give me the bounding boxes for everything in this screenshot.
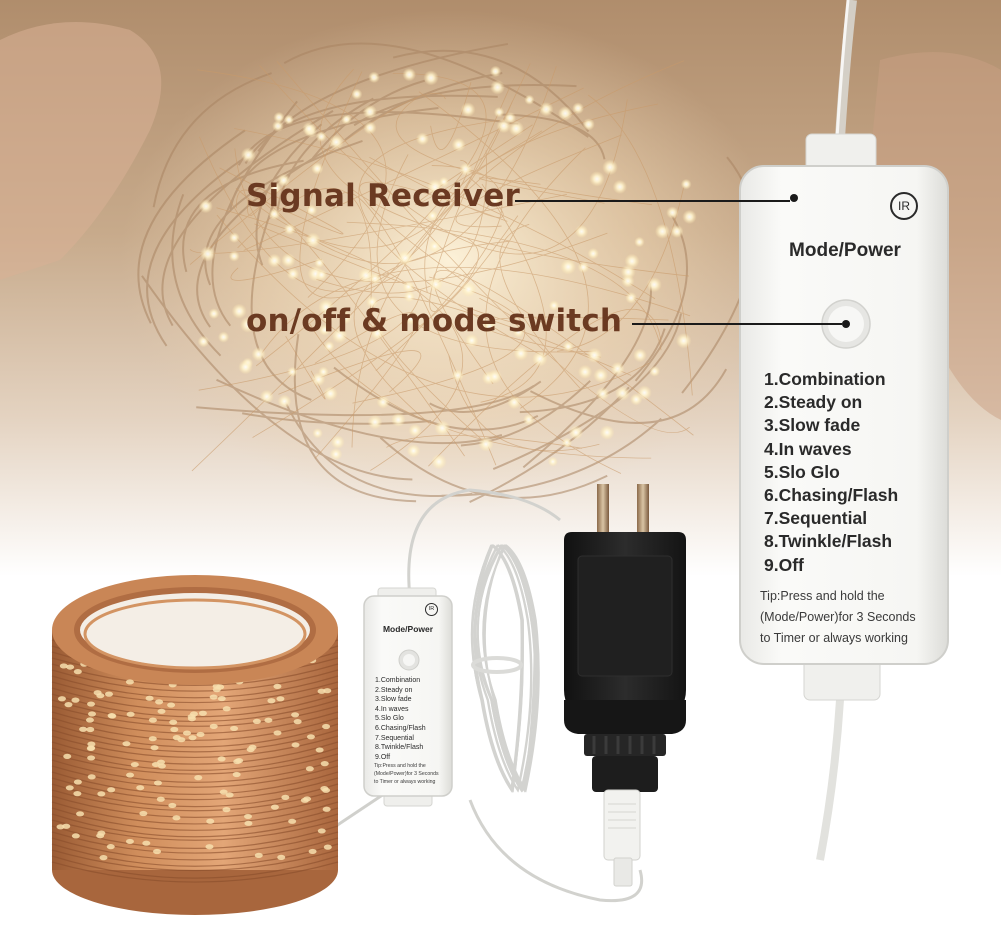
signal-receiver-label: Signal Receiver — [246, 178, 520, 214]
small-mode-item: 7.Sequential — [375, 734, 414, 742]
small-mode-item: 8.Twinkle/Flash — [375, 744, 424, 752]
mode-list: 1.Combination 2.Steady on 3.Slow fade 4.… — [764, 368, 898, 577]
tip-line: to Timer or always working — [760, 631, 908, 645]
mode-item: 1.Combination — [764, 369, 886, 389]
small-remote-control: IR Mode/Power 1.Combination 2.Steady on … — [366, 598, 450, 794]
small-mode-item: 2.Steady on — [375, 686, 413, 694]
small-mode-item: 6.Chasing/Flash — [375, 724, 426, 732]
small-mode-item: 4.In waves — [375, 705, 409, 713]
mode-item: 6.Chasing/Flash — [764, 485, 899, 506]
small-ir-badge: IR — [425, 603, 438, 616]
small-tip-line: Tip:Press and hold the — [374, 763, 426, 769]
mode-item: 9.Off — [764, 554, 804, 575]
tip-line: (Mode/Power)for 3 Seconds — [760, 610, 916, 624]
remote-control: IR Mode/Power 1.Combination 2.Steady on … — [742, 168, 948, 663]
small-mode-list: 1.Combination 2.Steady on 3.Slow fade 4.… — [375, 676, 426, 762]
small-mode-item: 3.Slow fade — [375, 696, 412, 704]
mode-item: 2.Steady on — [764, 392, 863, 413]
tip-text: Tip:Press and hold the (Mode/Power)for 3… — [760, 586, 940, 649]
mode-item: 8.Twinkle/Flash — [764, 531, 893, 552]
mode-item: 5.Slo Glo — [764, 461, 840, 482]
mode-item: 7.Sequential — [764, 508, 868, 529]
ir-badge: IR — [890, 192, 918, 220]
mode-item: 4.In waves — [764, 438, 852, 459]
small-mode-item: 1.Combination — [375, 677, 421, 684]
small-mode-item: 9.Off — [375, 753, 391, 761]
remote-title: Mode/Power — [789, 240, 901, 261]
mode-switch-label: on/off & mode switch — [246, 303, 623, 339]
small-tip-text: Tip:Press and hold the (Mode/Power)for 3… — [374, 762, 448, 787]
small-tip-line: (Mode/Power)for 3 Seconds — [374, 771, 439, 778]
tip-line: Tip:Press and hold the — [760, 589, 885, 603]
mode-item: 3.Slow fade — [764, 415, 861, 436]
small-mode-item: 5.Slo Glo — [375, 715, 404, 723]
small-remote-title: Mode/Power — [382, 624, 434, 634]
small-tip-line: to Timer or always working — [374, 779, 436, 786]
